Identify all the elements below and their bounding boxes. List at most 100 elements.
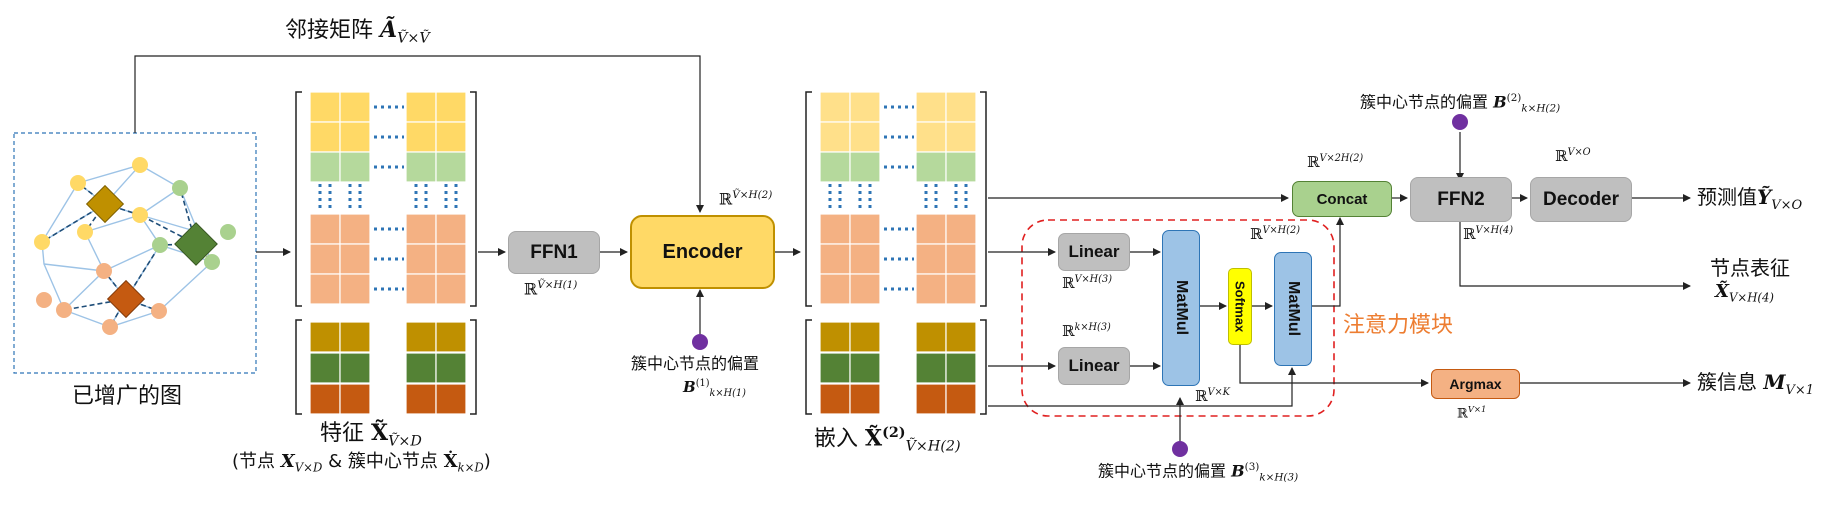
linear-bottom-box: Linear [1058, 347, 1130, 385]
matrix-cell-olive [435, 321, 467, 353]
matrix-cell-darkgreen [849, 352, 881, 384]
matrix-cell-salmon [339, 273, 371, 305]
matrix-cell-green [945, 151, 977, 183]
bias3-label: 簇中心节点的偏置 B(3)k×H(3) [1098, 461, 1299, 484]
matrix-cell-olive [945, 321, 977, 353]
bias1-dot [692, 334, 708, 350]
bias2-dot [1452, 114, 1468, 130]
softmax-to-argmax-arrow [1239, 345, 1429, 387]
node-repr-label: 节点表征 [1710, 256, 1790, 280]
graph-nodes [34, 157, 236, 335]
matrix-cell-olive [849, 321, 881, 353]
matrix-cell-salmon [339, 213, 371, 245]
features-detail: (节点 XV×D & 簇中心节点 Ẋk×D) [232, 451, 491, 475]
softmax-dim: ℝV×K [1195, 387, 1230, 405]
bias3-dot [1172, 441, 1188, 457]
matrix-cell-salmon [435, 243, 467, 275]
matrix-cell-salmon [435, 213, 467, 245]
matrix-cell-orange [819, 383, 851, 415]
softmax-box: Softmax [1228, 268, 1252, 345]
matrix-cell-darkgreen [819, 352, 851, 384]
graph-caption: 已增广的图 [72, 384, 183, 409]
matrix-cell-orange [405, 383, 437, 415]
concat-dim: ℝV×2H(2) [1307, 153, 1364, 171]
matrix-cell-salmon [339, 243, 371, 275]
matrix-cell-salmon [405, 213, 437, 245]
matrix-cell-salmon [309, 213, 341, 245]
matrix-cell-yellow [945, 121, 977, 153]
matrix-cell-salmon [405, 243, 437, 275]
cluster-label: 簇信息 MV×1 [1697, 370, 1815, 398]
matrix-cell-olive [339, 321, 371, 353]
matrix-cell-salmon [309, 273, 341, 305]
matrix-cell-yellow [435, 121, 467, 153]
matrix-cell-orange [435, 383, 467, 415]
matrix-cell-salmon [435, 273, 467, 305]
matrix-cell-olive [405, 321, 437, 353]
matrix-cell-salmon [849, 243, 881, 275]
embedding-title: 嵌入 X̃(2)Ṽ×H(2) [814, 425, 961, 455]
matrix-cell-green [309, 151, 341, 183]
matrix-cell-salmon [849, 273, 881, 305]
matrix-cell-yellow [435, 91, 467, 123]
ffn2-box: FFN2 [1410, 177, 1512, 222]
matrix-cell-salmon [849, 213, 881, 245]
matrix-cell-olive [819, 321, 851, 353]
matrix-cell-salmon [915, 213, 947, 245]
argmax-box: Argmax [1431, 369, 1520, 399]
matrix-cell-darkgreen [435, 352, 467, 384]
decoder-dim: ℝV×O [1555, 147, 1591, 165]
matrix-cell-orange [915, 383, 947, 415]
node-repr-symbol: X̃V×H(4) [1715, 281, 1774, 305]
matrix-cell-salmon [945, 243, 977, 275]
matrix-cell-yellow [915, 121, 947, 153]
ffn2-dim: ℝV×H(4) [1463, 225, 1513, 243]
matrix-cell-olive [309, 321, 341, 353]
matrix-cell-orange [339, 383, 371, 415]
matrix-cell-salmon [819, 273, 851, 305]
adjacency-arrow [134, 55, 704, 213]
ffn1-box: FFN1 [508, 231, 600, 274]
matrix-cell-orange [945, 383, 977, 415]
matrix-cell-yellow [405, 91, 437, 123]
matrix-cell-yellow [309, 91, 341, 123]
embedding-brackets [805, 91, 987, 415]
matrix-cell-yellow [945, 91, 977, 123]
matmul2-dim: ℝV×H(2) [1250, 225, 1300, 243]
linear-top-box: Linear [1058, 233, 1130, 271]
embedding-matrix-cells [819, 91, 977, 415]
matrix-cell-salmon [405, 273, 437, 305]
matrix-cell-yellow [819, 121, 851, 153]
decoder-box: Decoder [1530, 177, 1632, 222]
linear-top-dim: ℝV×H(3) [1062, 274, 1112, 292]
matrix-cell-green [915, 151, 947, 183]
matmul2-to-concat-arrow [1312, 217, 1344, 307]
matrix-cell-darkgreen [945, 352, 977, 384]
matrix-cell-salmon [819, 213, 851, 245]
matrix-cell-salmon [915, 243, 947, 275]
matmul2-box: MatMul [1274, 252, 1312, 366]
encoder-box: Encoder [630, 215, 775, 289]
matrix-cell-yellow [915, 91, 947, 123]
matrix-cell-olive [915, 321, 947, 353]
graph-cluster-centers [85, 184, 218, 319]
feature-brackets [295, 91, 477, 415]
matrix-cell-orange [309, 383, 341, 415]
matmul1-box: MatMul [1162, 230, 1200, 386]
embedding-to-matmul2-arrow [988, 367, 1296, 407]
ffn1-dim: ℝṼ×H(1) [524, 279, 578, 299]
matrix-cell-salmon [915, 273, 947, 305]
matrix-cell-yellow [309, 121, 341, 153]
adjacency-label: 邻接矩阵 ÃṼ×Ṽ [285, 17, 430, 47]
attention-module-border [1021, 219, 1335, 417]
matrix-cell-salmon [309, 243, 341, 275]
matrix-cell-green [339, 151, 371, 183]
matrix-cell-yellow [819, 91, 851, 123]
ffn2-to-node-repr-arrow [1459, 222, 1691, 290]
matrix-cell-orange [849, 383, 881, 415]
matrix-cell-yellow [339, 121, 371, 153]
matrix-cell-darkgreen [309, 352, 341, 384]
argmax-dim: ℝV×1 [1457, 404, 1487, 422]
bias2-label: 簇中心节点的偏置 B(2)k×H(2) [1360, 92, 1561, 115]
matrix-cell-green [405, 151, 437, 183]
